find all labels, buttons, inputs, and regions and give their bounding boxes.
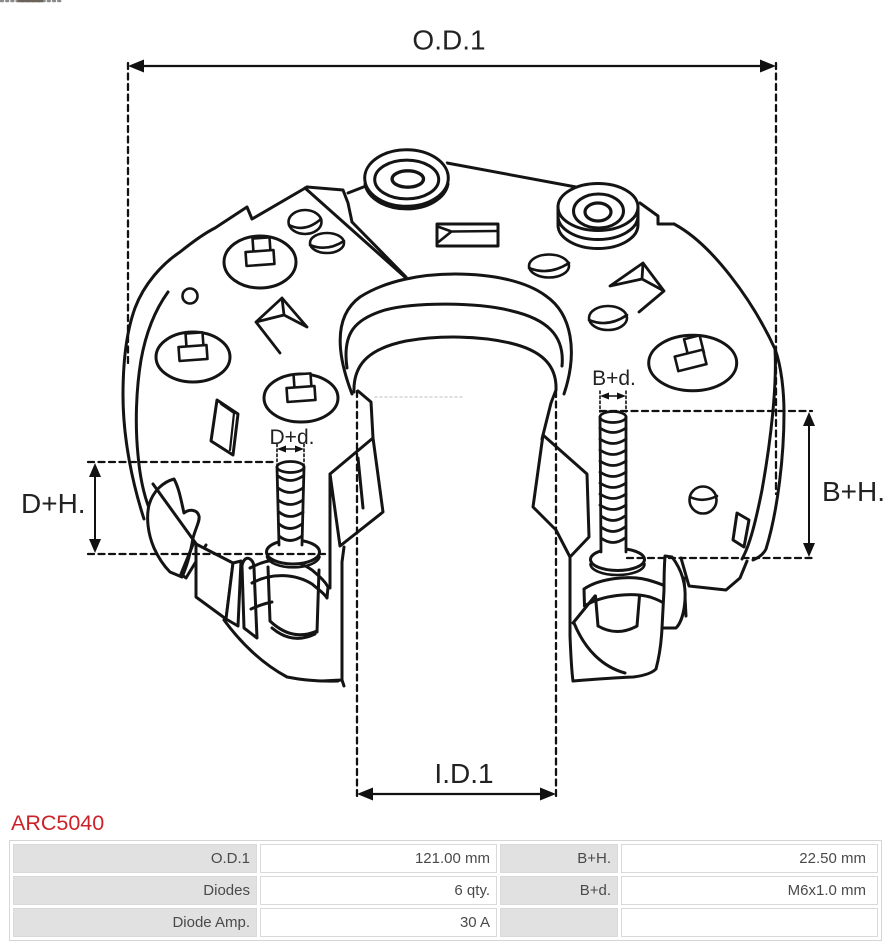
svg-text:O.D.1: O.D.1 [412, 25, 485, 56]
svg-text:B+d.: B+d. [592, 367, 636, 390]
svg-text:B+H.: B+H. [822, 476, 885, 507]
svg-text:I.D.1: I.D.1 [434, 758, 493, 789]
svg-text:D+d.: D+d. [270, 426, 315, 449]
svg-text:D+H.: D+H. [21, 488, 86, 519]
